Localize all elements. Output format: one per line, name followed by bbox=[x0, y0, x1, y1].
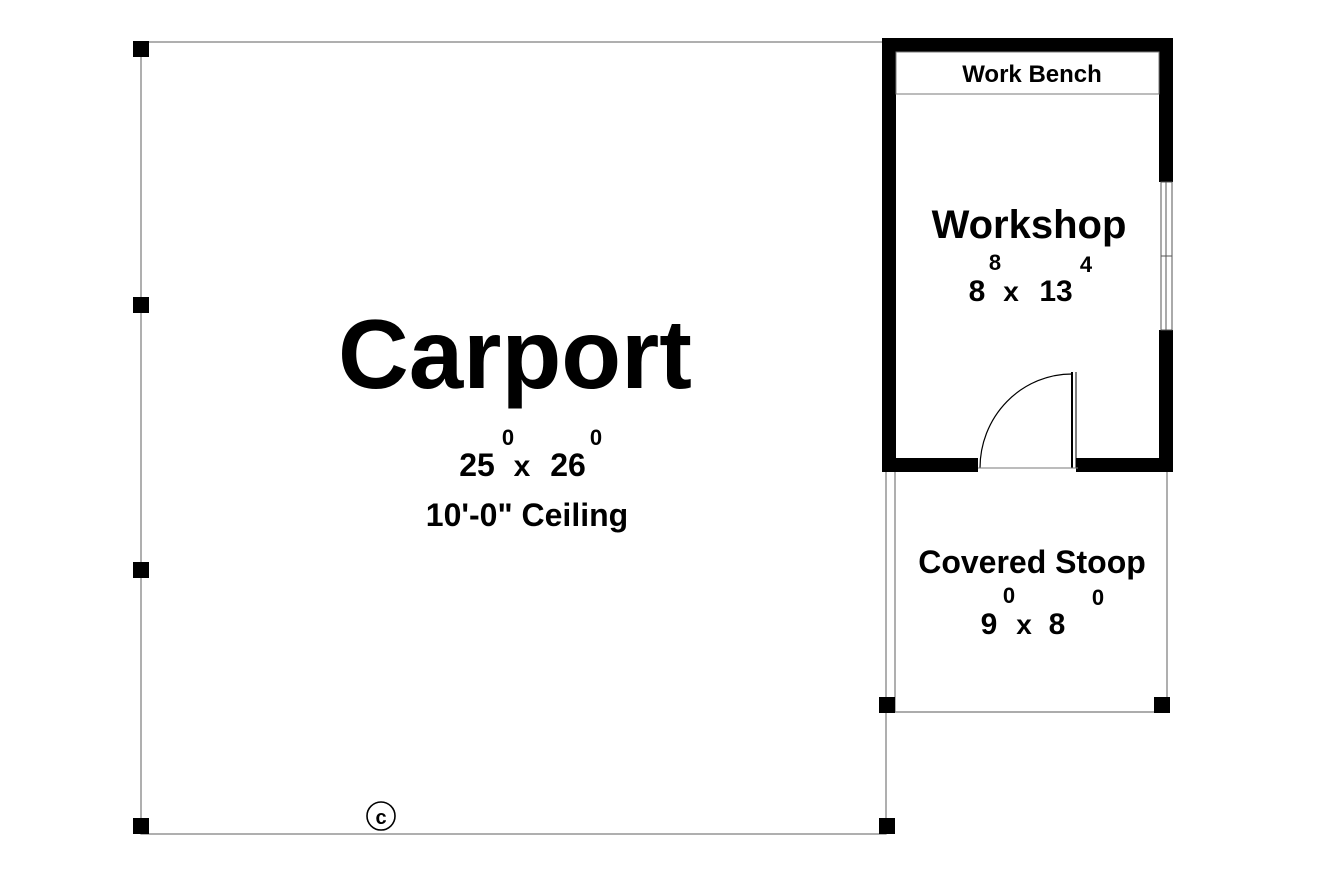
workshop-wall-bottom bbox=[882, 458, 978, 472]
workshop-dim-width-sup: 8 bbox=[989, 250, 1001, 275]
ceiling-marker-icon: c bbox=[366, 801, 396, 831]
stoop-dim-length: 8 bbox=[1049, 608, 1066, 641]
carport-post bbox=[133, 41, 149, 57]
carport-post bbox=[879, 818, 895, 834]
stoop-post bbox=[1154, 697, 1170, 713]
stoop-dim-sep: x bbox=[1016, 609, 1032, 640]
workshop-wall-right bbox=[1159, 330, 1173, 472]
carport-dim-length-sup: 0 bbox=[590, 425, 602, 450]
stoop-dim-length-sup: 0 bbox=[1092, 585, 1104, 610]
carport-title: Carport bbox=[338, 299, 692, 409]
stoop-post bbox=[879, 697, 895, 713]
stoop-title: Covered Stoop bbox=[918, 544, 1146, 580]
workshop-dim-length: 13 bbox=[1039, 275, 1072, 308]
carport-dim-width: 25 bbox=[459, 447, 495, 483]
ceiling-marker-circle bbox=[366, 801, 396, 831]
workshop-wall-bottom bbox=[1076, 458, 1173, 472]
workshop-title: Workshop bbox=[932, 203, 1127, 247]
stoop-dim-width-sup: 0 bbox=[1003, 583, 1015, 608]
carport-post bbox=[133, 818, 149, 834]
workshop-area: Work Bench Workshop 8 8 x 13 4 bbox=[882, 38, 1173, 472]
workshop-dim-sep: x bbox=[1003, 276, 1019, 307]
carport-dimensions: 25 0 x 26 0 bbox=[459, 425, 602, 483]
workshop-wall-right bbox=[1159, 38, 1173, 182]
workshop-dimensions: 8 8 x 13 4 bbox=[969, 250, 1093, 308]
carport-dim-width-sup: 0 bbox=[502, 425, 514, 450]
carport-dim-sep: x bbox=[514, 450, 531, 483]
workshop-wall-top bbox=[882, 38, 1173, 52]
carport-post bbox=[133, 297, 149, 313]
work-bench bbox=[895, 51, 1160, 95]
covered-stoop-area: Covered Stoop 9 0 x 8 0 bbox=[879, 472, 1170, 713]
ceiling-marker-letter: c bbox=[375, 807, 386, 829]
carport-ceiling-note: 10'-0" Ceiling bbox=[426, 497, 628, 533]
work-bench-label: Work Bench bbox=[962, 61, 1102, 88]
carport-dim-length: 26 bbox=[550, 447, 586, 483]
workshop-wall-left bbox=[882, 38, 896, 472]
stoop-dim-width: 9 bbox=[981, 608, 998, 641]
workshop-door bbox=[978, 372, 1078, 469]
carport-post bbox=[133, 562, 149, 578]
workshop-dim-length-sup: 4 bbox=[1080, 252, 1093, 277]
carport-area: Carport 25 0 x 26 0 10'-0" Ceiling c bbox=[133, 41, 895, 835]
stoop-dimensions: 9 0 x 8 0 bbox=[981, 583, 1104, 641]
workshop-window bbox=[1160, 181, 1173, 331]
workshop-dim-width: 8 bbox=[969, 275, 986, 308]
